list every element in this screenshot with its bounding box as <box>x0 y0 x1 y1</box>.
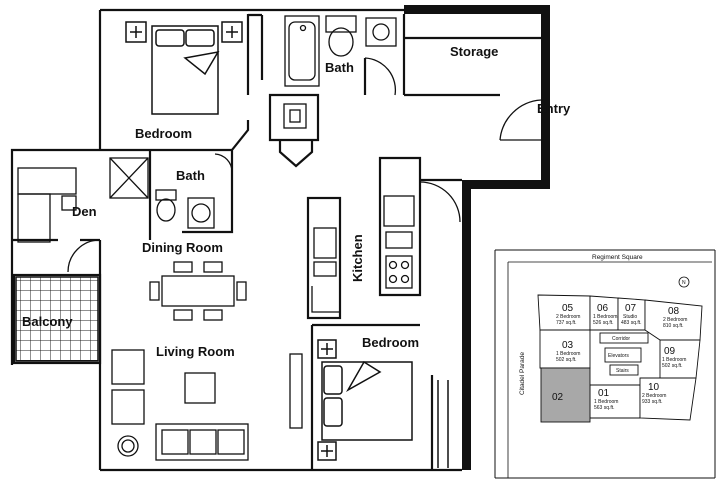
label-bath-mid: Bath <box>176 168 205 183</box>
svg-text:10: 10 <box>648 382 660 393</box>
label-corridor: Corridor <box>612 336 630 342</box>
unit-08: 08 2 Bedroom 810 sq.ft. <box>663 306 687 329</box>
bath-top-fixtures <box>284 15 397 96</box>
north-label: N <box>682 280 686 286</box>
svg-text:08: 08 <box>668 306 680 317</box>
dining-table <box>149 261 247 321</box>
key-plan: Regiment Square Citadel Parade N 02 Corr… <box>494 249 716 479</box>
svg-text:03: 03 <box>562 340 574 351</box>
svg-text:810 sq.ft.: 810 sq.ft. <box>663 323 684 329</box>
svg-text:502 sq.ft.: 502 sq.ft. <box>662 363 683 369</box>
svg-text:1 Bedroom: 1 Bedroom <box>594 399 618 405</box>
unit-02-number: 02 <box>552 392 564 403</box>
unit-06: 06 1 Bedroom 526 sq.ft. <box>593 303 617 326</box>
svg-text:526 sq.ft.: 526 sq.ft. <box>593 320 614 326</box>
label-den: Den <box>72 204 97 219</box>
label-bedroom-top: Bedroom <box>135 126 192 141</box>
unit-03: 03 1 Bedroom 502 sq.ft. <box>556 340 580 363</box>
den-desk <box>17 167 101 273</box>
kitchen-fixtures <box>311 181 461 313</box>
svg-text:2 Bedroom: 2 Bedroom <box>556 314 580 320</box>
unit-05: 05 2 Bedroom 737 sq.ft. <box>556 303 580 326</box>
svg-text:502 sq.ft.: 502 sq.ft. <box>556 357 577 363</box>
svg-text:1 Bedroom: 1 Bedroom <box>593 314 617 320</box>
label-bedroom-bottom: Bedroom <box>362 335 419 350</box>
mechanical-box <box>283 103 307 129</box>
street-regiment-square: Regiment Square <box>592 254 643 261</box>
label-bath-top: Bath <box>325 60 354 75</box>
svg-text:01: 01 <box>598 388 610 399</box>
svg-text:05: 05 <box>562 303 574 314</box>
street-citadel-parade: Citadel Parade <box>519 352 526 395</box>
svg-text:07: 07 <box>625 303 637 314</box>
label-stairs: Stairs <box>616 368 629 374</box>
label-dining: Dining Room <box>142 240 223 255</box>
svg-text:1 Bedroom: 1 Bedroom <box>662 357 686 363</box>
svg-text:933 sq.ft.: 933 sq.ft. <box>642 399 663 405</box>
label-kitchen: Kitchen <box>350 234 365 282</box>
living-furniture <box>111 349 303 461</box>
balcony-tiles <box>15 276 99 362</box>
svg-text:09: 09 <box>664 346 676 357</box>
entry-door <box>499 99 542 141</box>
svg-text:563 sq.ft.: 563 sq.ft. <box>594 405 615 411</box>
highlighted-unit <box>540 367 591 423</box>
unit-10: 10 2 Bedroom 933 sq.ft. <box>642 382 666 405</box>
svg-text:06: 06 <box>597 303 609 314</box>
label-living: Living Room <box>156 344 235 359</box>
label-balcony: Balcony <box>22 314 73 329</box>
label-elevators: Elevators <box>608 353 629 359</box>
svg-text:2 Bedroom: 2 Bedroom <box>642 393 666 399</box>
unit-01: 01 1 Bedroom 563 sq.ft. <box>594 388 618 411</box>
label-entry: Entry <box>537 101 571 116</box>
bed-bottom <box>317 339 449 468</box>
bed-top <box>125 21 243 115</box>
svg-text:Studio: Studio <box>623 314 637 320</box>
label-storage: Storage <box>450 44 498 59</box>
svg-text:737 sq.ft.: 737 sq.ft. <box>556 320 577 326</box>
walls <box>10 8 541 472</box>
room-labels: Bath Storage Entry Bedroom Bath Den Dini… <box>22 44 571 359</box>
svg-text:2 Bedroom: 2 Bedroom <box>663 317 687 323</box>
north-arrow-icon <box>678 276 690 288</box>
unit-09: 09 1 Bedroom 502 sq.ft. <box>662 346 686 369</box>
svg-text:483 sq.ft.: 483 sq.ft. <box>621 320 642 326</box>
exterior-walls <box>404 5 550 470</box>
bath-mid-fixtures <box>109 153 233 229</box>
svg-text:1 Bedroom: 1 Bedroom <box>556 351 580 357</box>
unit-07: 07 Studio 483 sq.ft. <box>621 303 642 326</box>
